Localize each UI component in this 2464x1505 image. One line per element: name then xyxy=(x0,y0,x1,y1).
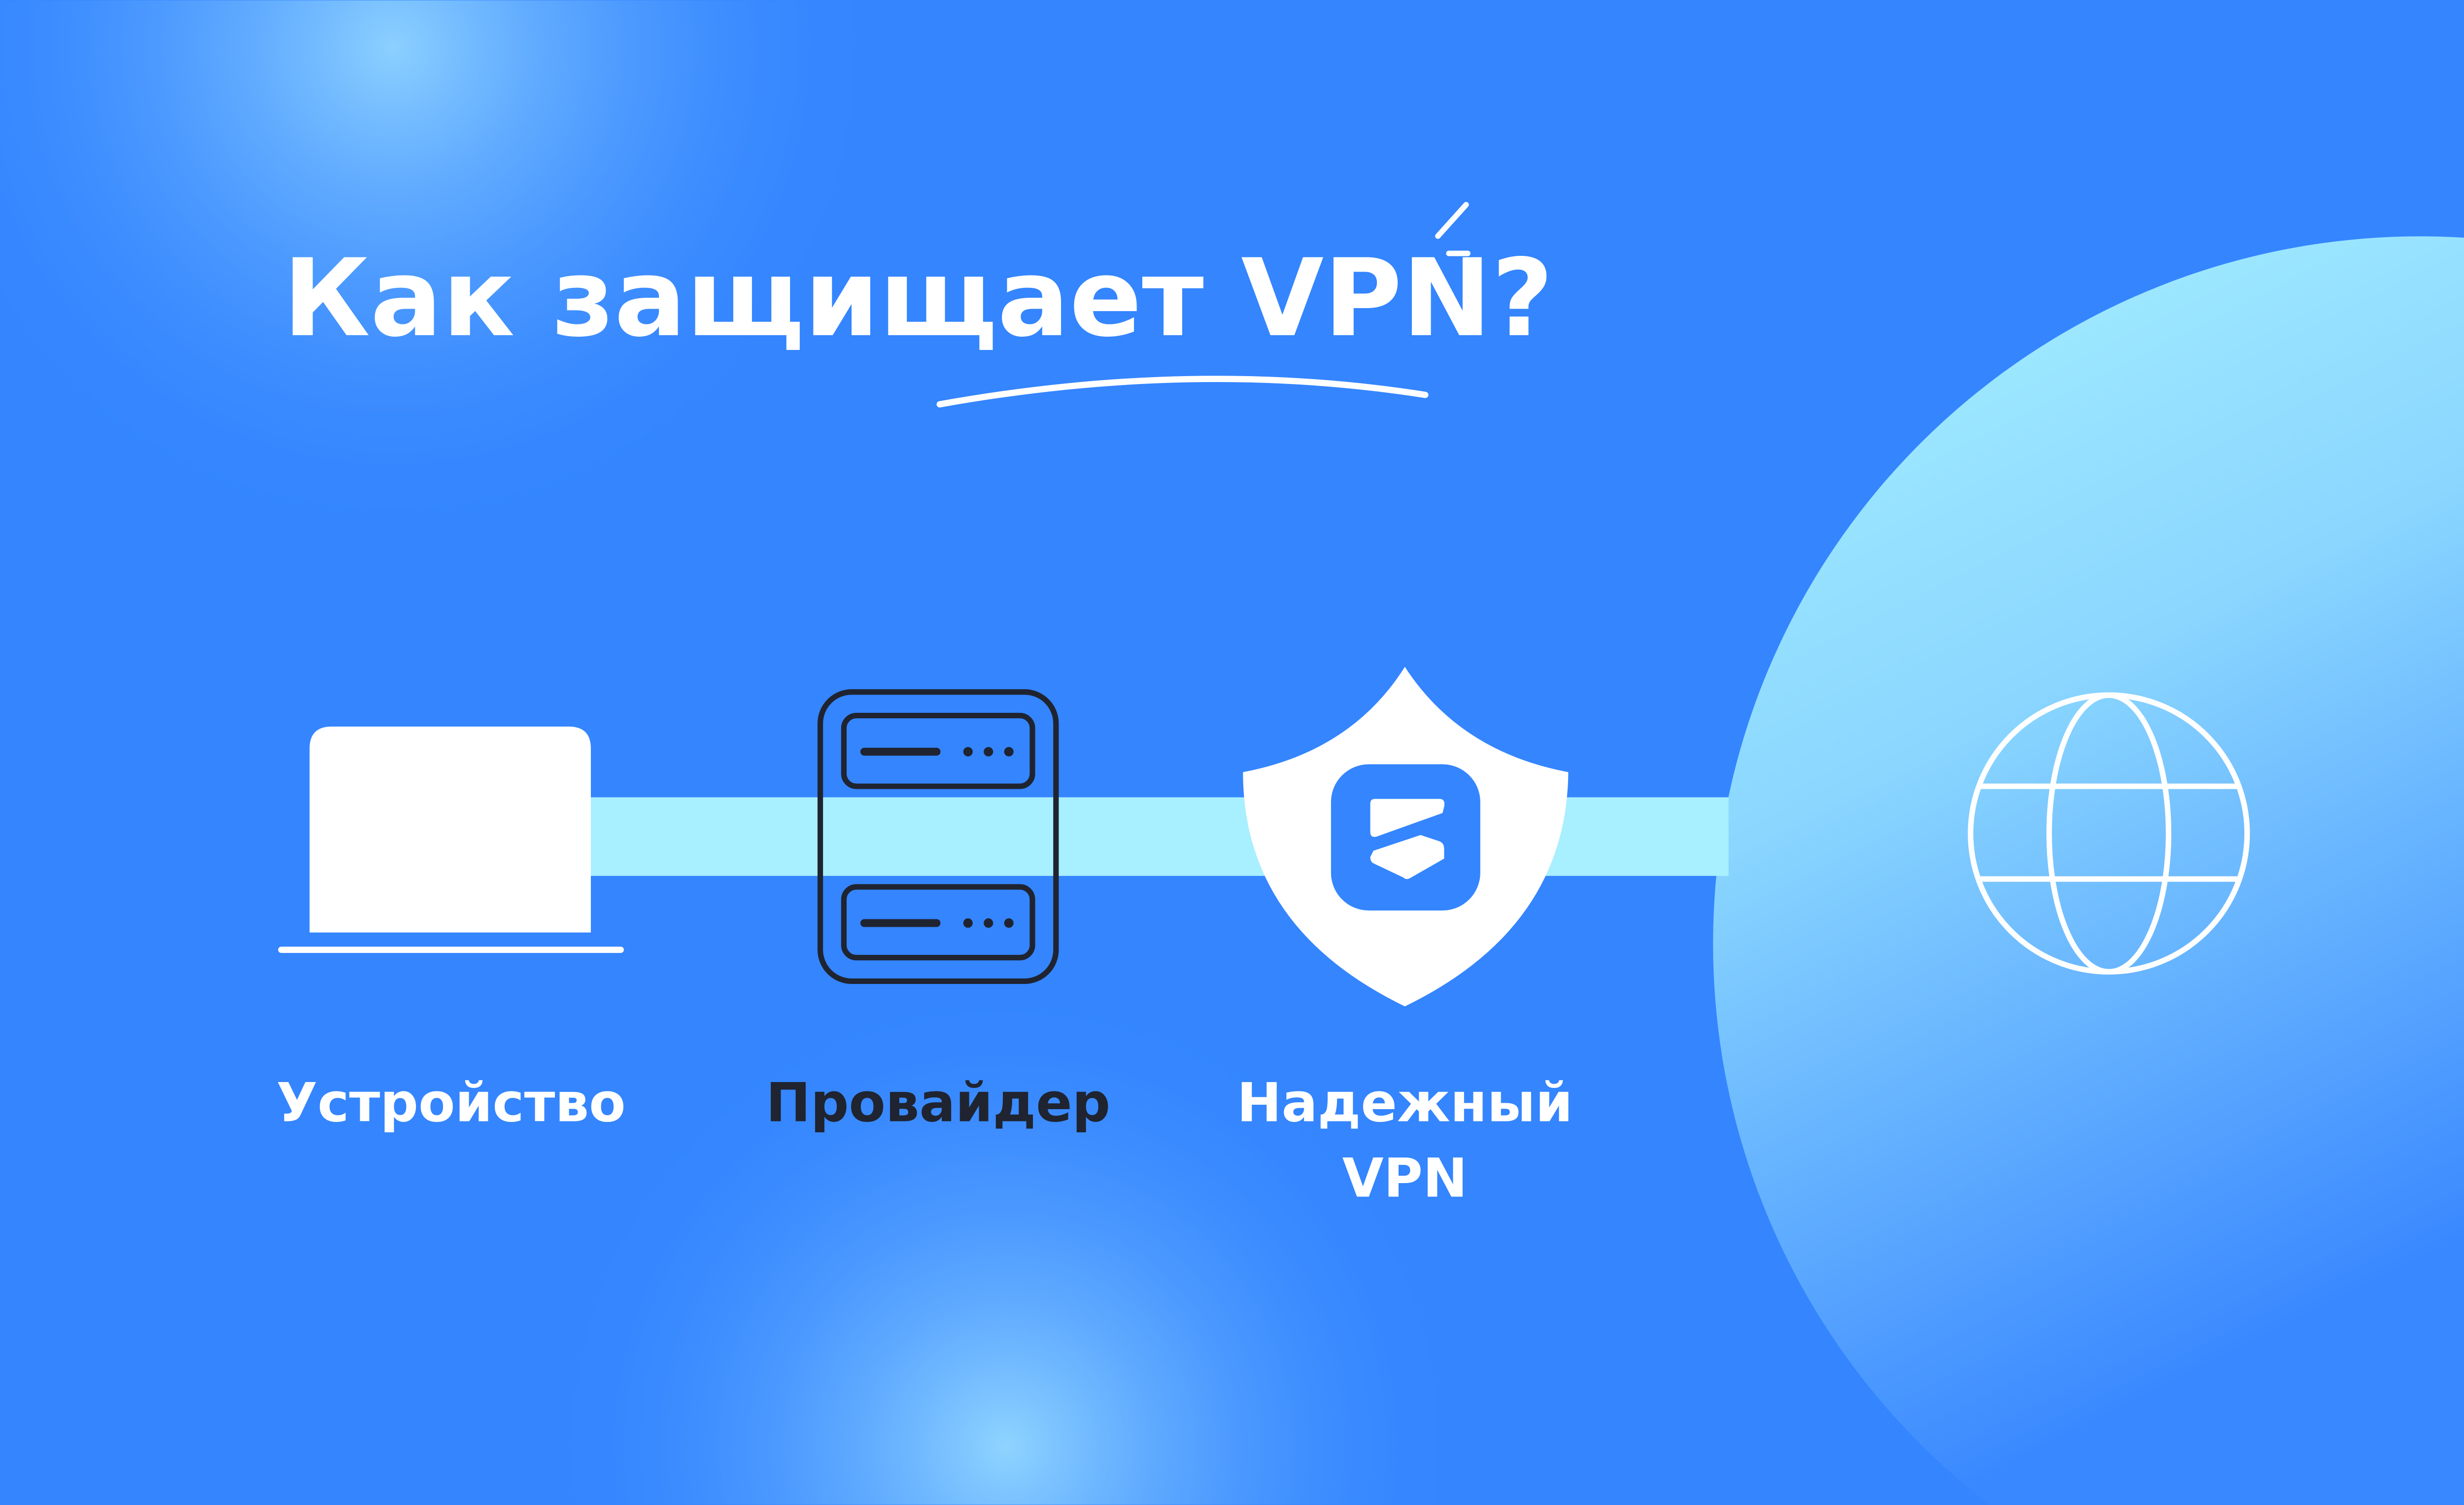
label-vpn-line2: VPN xyxy=(1342,1147,1468,1209)
label-provider: Провайдер xyxy=(766,1071,1110,1134)
internet-sphere xyxy=(1713,236,2464,1505)
label-vpn-line1: Надежный xyxy=(1237,1071,1573,1134)
label-device: Устройство xyxy=(276,1071,626,1134)
globe-icon xyxy=(1968,692,2250,975)
page-title: Как защищает VPN? xyxy=(283,237,1553,361)
title-underline xyxy=(936,376,1429,408)
sparkle-decoration xyxy=(1435,202,1471,256)
vpn-logo xyxy=(1331,764,1480,910)
shield-icon xyxy=(1243,666,1569,1007)
server-icon xyxy=(817,689,1059,984)
laptop-icon xyxy=(278,726,624,953)
